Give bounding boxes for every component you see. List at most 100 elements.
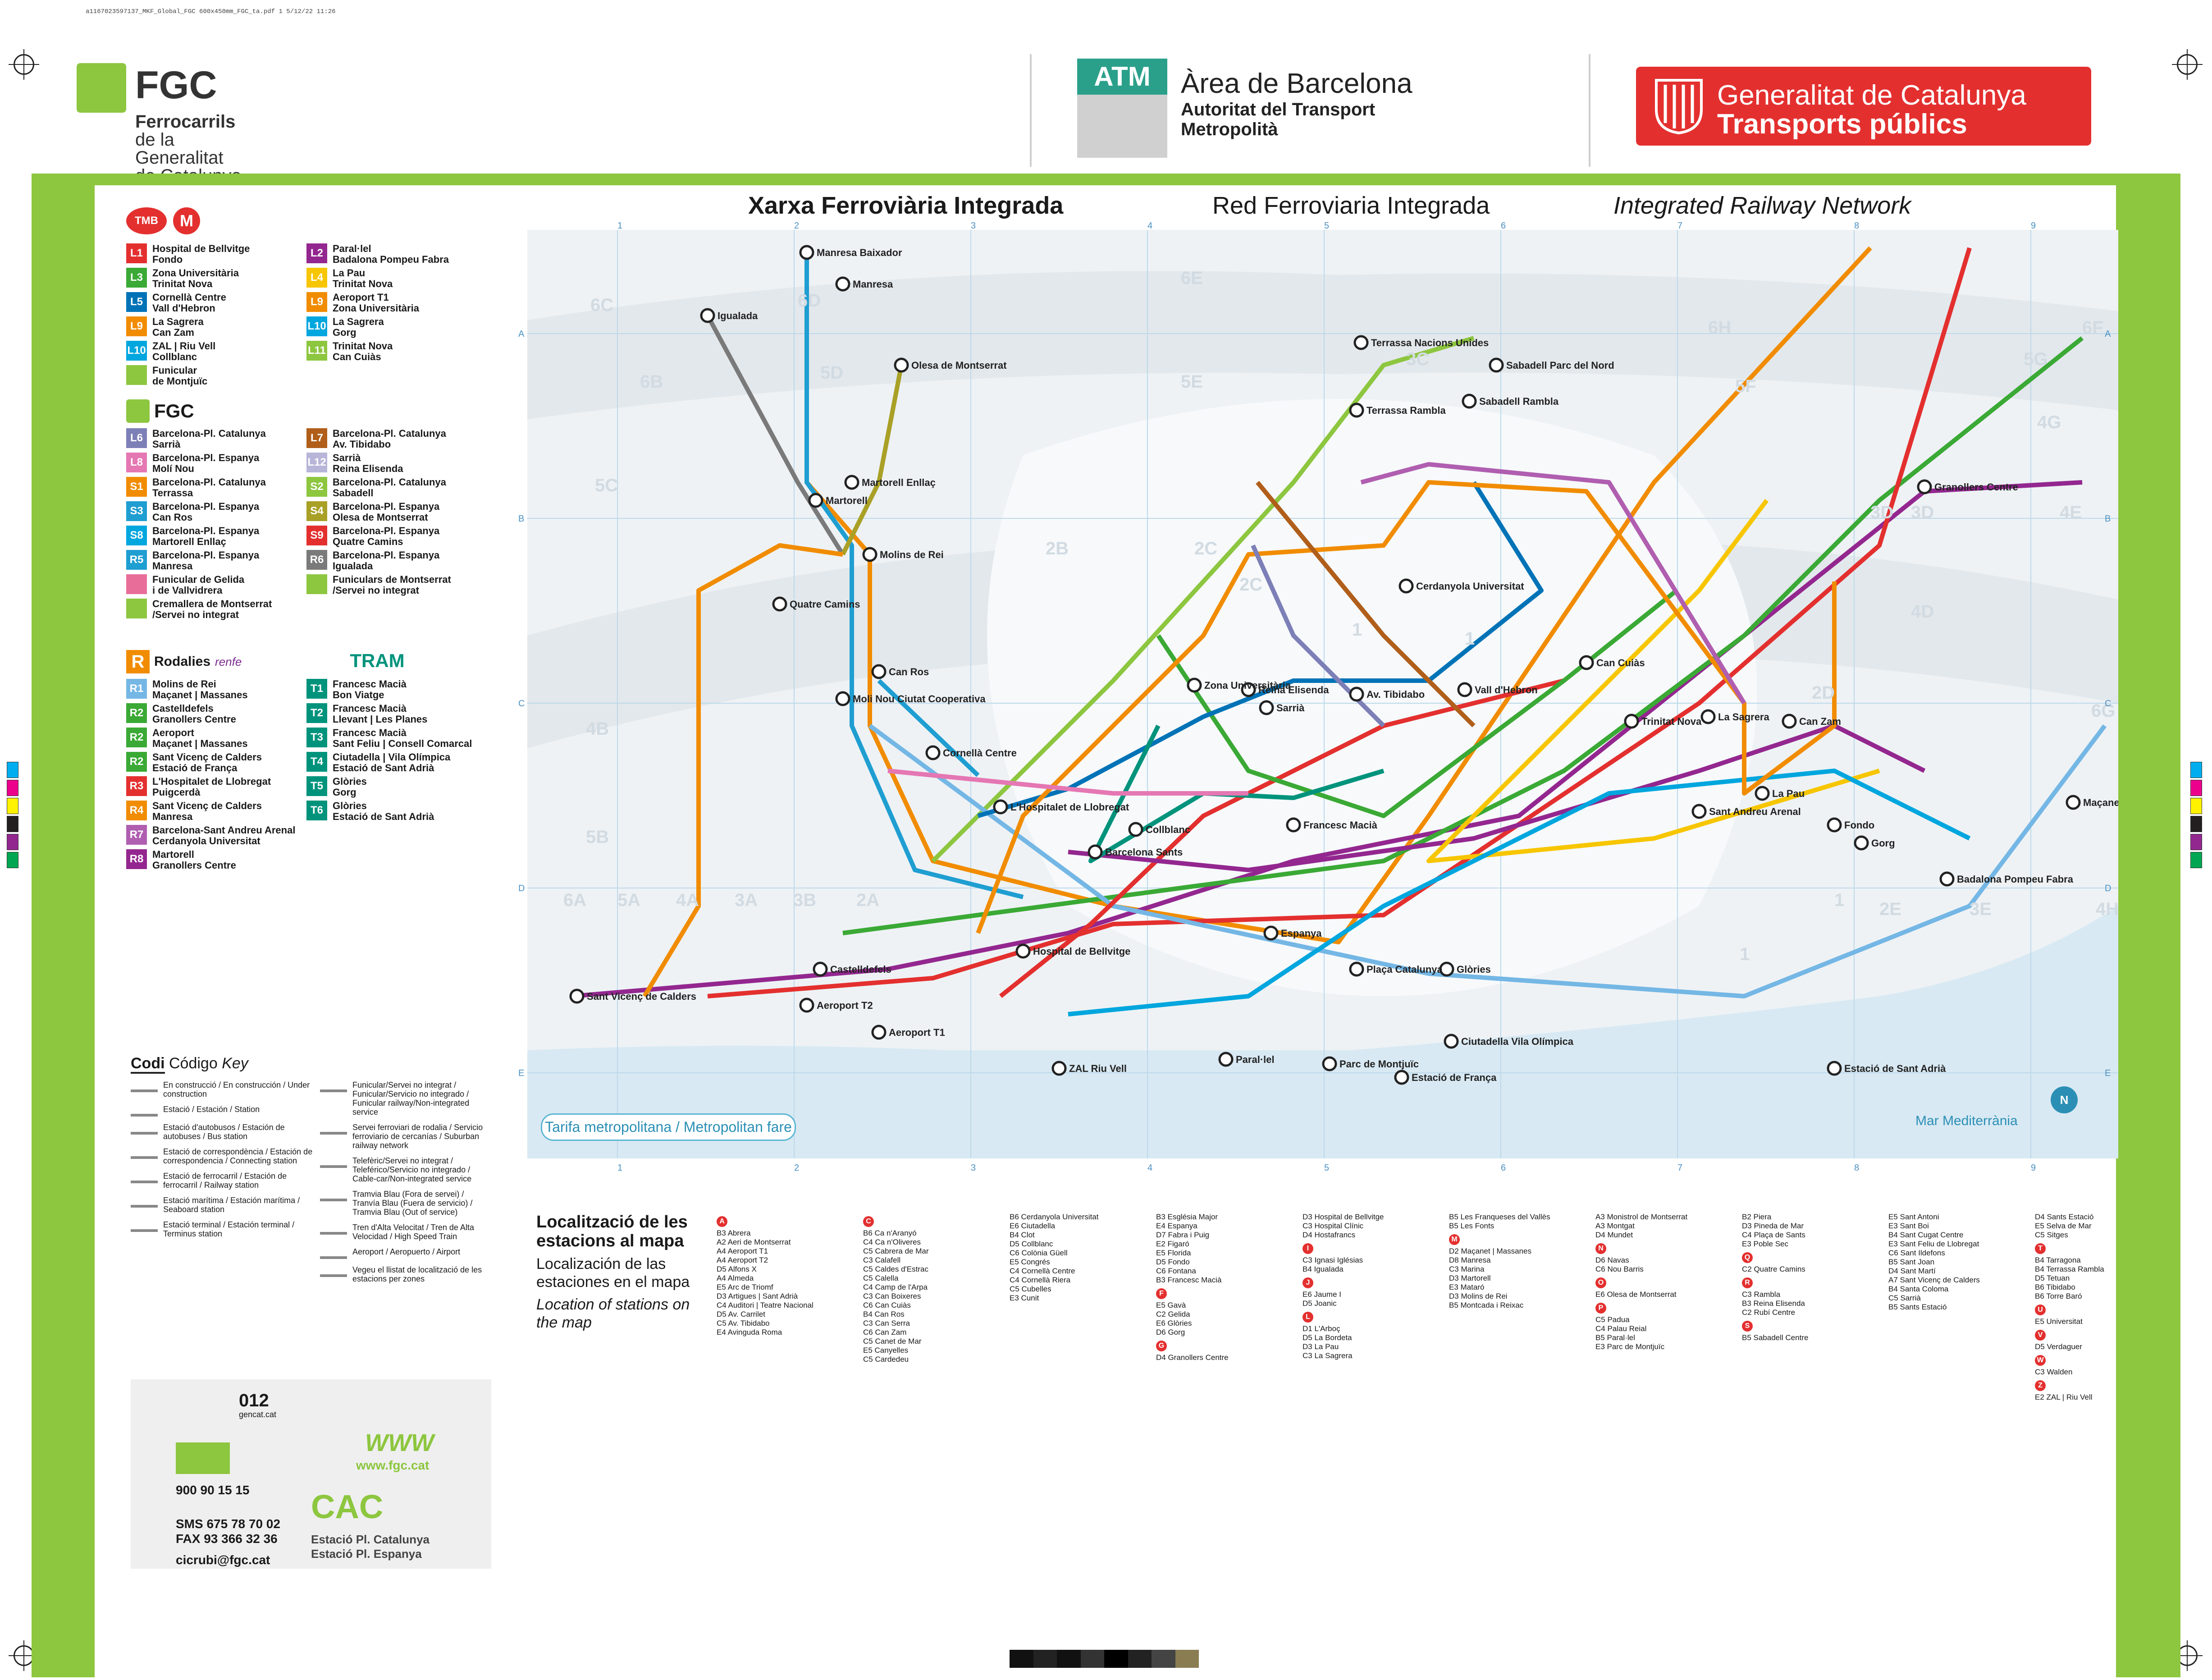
station-label: Terrassa Nacions Unides (1371, 337, 1489, 348)
index-letter: A (717, 1216, 727, 1227)
station-marker (1322, 1056, 1337, 1071)
info-web[interactable]: www.fgc.cat (356, 1458, 430, 1472)
fgc-logo: FGC Ferrocarrils de la Generalitat de Ca… (77, 59, 252, 185)
info-email[interactable]: cicrubi@fgc.cat (176, 1553, 270, 1567)
atm-logo: ATM (1077, 59, 1167, 158)
atm-title: Àrea de Barcelona (1181, 68, 1412, 99)
station-marker (1827, 817, 1842, 833)
station-label: Barcelona Sants (1105, 847, 1183, 858)
index-entry: D7 Fabra i Puig (1156, 1231, 1210, 1239)
index-entry: E4 Espanya (1156, 1222, 1197, 1230)
index-entry: E3 Parc de Montjuïc (1595, 1342, 1665, 1351)
index-entry: C6 Can Cuiàs (863, 1301, 911, 1309)
station-label: Cornellà Centre (943, 747, 1017, 759)
line-route: Funiculars de Montserrat/Servei no integ… (333, 574, 451, 596)
line-badge: T5 (306, 776, 327, 796)
station-marker (1782, 714, 1797, 729)
station-label: Martorell (826, 495, 868, 506)
index-entry: D1 L'Arboç (1303, 1324, 1340, 1333)
index-entry: C5 Padua (1595, 1315, 1630, 1324)
key-title-en: Key (222, 1055, 248, 1072)
index-entry: E5 Arc de Triomf (717, 1283, 773, 1291)
station-marker (1691, 804, 1707, 819)
index-entry: D3 Artigues | Sant Adrià (717, 1292, 798, 1300)
station-label: Glòries (1457, 964, 1491, 975)
station-marker (1263, 925, 1279, 941)
grid-row-label: A (2105, 329, 2111, 339)
fgc-line-item: Funiculars de Montserrat/Servei no integ… (306, 574, 487, 596)
zone-label: 2E (1879, 899, 1901, 919)
zone-label: 3D (1911, 503, 1934, 522)
index-letter: Q (1742, 1252, 1753, 1263)
key-symbol-icon (131, 1105, 158, 1117)
map-key: Codi Código Key En construcció / En cons… (131, 1055, 491, 1290)
index-entry: A4 Almeda (717, 1274, 754, 1282)
index-entry: C3 Can Serra (863, 1319, 910, 1328)
station-label: Aeroport T2 (817, 1000, 873, 1011)
line-badge (126, 574, 147, 594)
station-label: Can Ros (889, 666, 929, 677)
fgc-small-logo-icon (126, 399, 150, 423)
zone-label: 6D (798, 291, 821, 311)
grid-column-label: 4 (1147, 1163, 1153, 1173)
key-item: Tren d'Alta Velocitat / Tren de Alta Vel… (320, 1223, 491, 1241)
line-badge: S9 (306, 526, 327, 545)
grid-row-label: A (518, 329, 525, 339)
station-label: L'Hospitalet de Llobregat (1010, 801, 1129, 813)
station-marker (1755, 786, 1770, 801)
index-entry: C2 Gelida (1156, 1310, 1190, 1318)
index-entry: C4 Palau Reial (1595, 1324, 1647, 1333)
grid-column-label: 8 (1854, 221, 1860, 231)
index-entry: B4 Santa Coloma (1888, 1285, 1949, 1293)
key-symbol-icon (131, 1123, 158, 1135)
index-entry: R (1742, 1277, 1918, 1288)
station-marker (1349, 687, 1364, 702)
key-symbol-icon (320, 1123, 347, 1135)
station-label: ZAL Riu Vell (1069, 1063, 1127, 1074)
line-badge: R2 (126, 752, 147, 772)
index-entry: G (1156, 1341, 1332, 1351)
line-badge: L9 (306, 292, 327, 312)
index-entry: C3 La Sagrera (1303, 1351, 1353, 1360)
key-item-label: Estació / Estación / Station (163, 1105, 260, 1114)
index-entry: E3 Sant Boi (1888, 1222, 1929, 1230)
station-label: Fondo (1844, 819, 1874, 831)
index-entry: B3 Reina Elisenda (1742, 1299, 1805, 1308)
index-entry: C6 Fontana (1156, 1267, 1196, 1275)
station-label: Reina Elisenda (1258, 684, 1329, 696)
rail-line (842, 336, 2084, 935)
line-badge: T1 (306, 679, 327, 699)
rail-line (877, 679, 980, 777)
station-index-title: Localització de les estacions al mapa Lo… (536, 1213, 699, 1332)
rail-line (868, 723, 2107, 998)
index-entry: E5 Universitat (2035, 1317, 2083, 1326)
rail-line (931, 336, 1475, 863)
index-entry: C4 Cornellà Centre (1010, 1267, 1075, 1275)
atm-subtitle: Autoritat del Transport (1181, 100, 1376, 119)
info-phone: 900 90 15 15 (176, 1483, 250, 1497)
station-label: Trinitat Nova (1641, 716, 1702, 727)
atm-subtitle: Metropolità (1181, 119, 1278, 139)
index-entry: C4 Cornellà Riera (1010, 1276, 1071, 1284)
station-marker (1286, 817, 1301, 833)
index-entry: M (1449, 1234, 1625, 1245)
index-entry: E3 Poble Sec (1742, 1240, 1789, 1248)
grid-row-label: D (2105, 883, 2111, 893)
grid-row-label: E (518, 1068, 525, 1078)
